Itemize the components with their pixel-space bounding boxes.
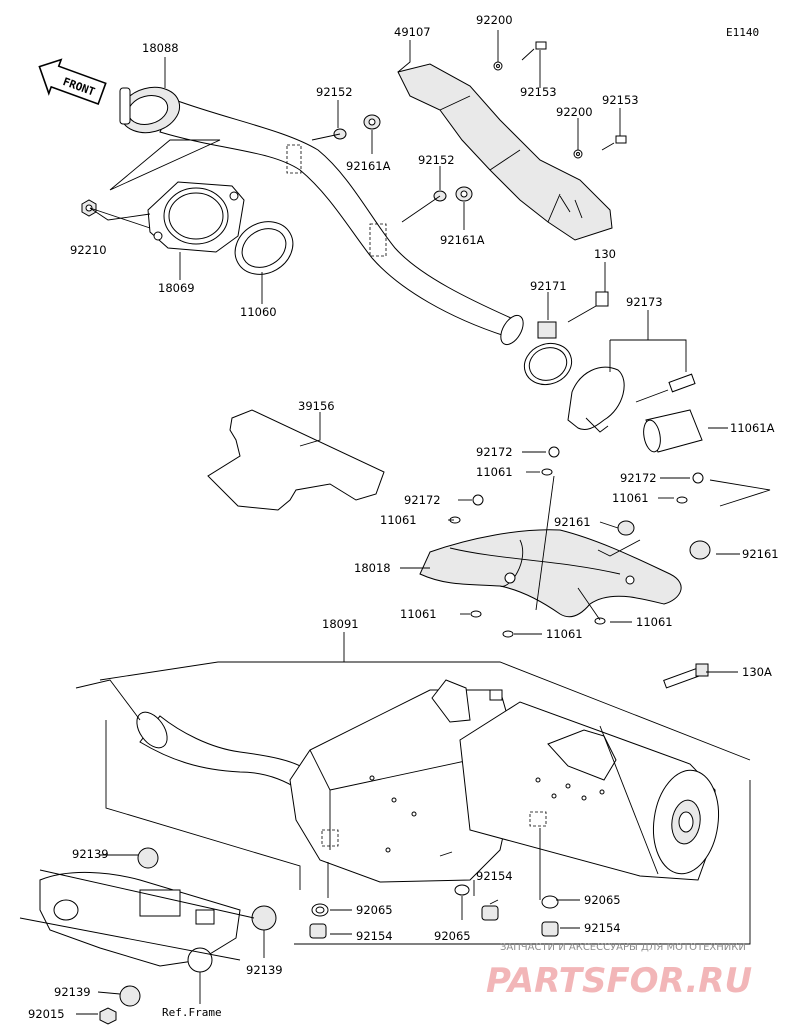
callout-92161A: 92161A bbox=[346, 159, 391, 173]
callout-92161: 92161 bbox=[554, 515, 591, 529]
callout-92065: 92065 bbox=[434, 929, 471, 943]
muffler-assembly bbox=[136, 679, 720, 883]
callout-11060: 11060 bbox=[240, 305, 277, 319]
callout-130: 130 bbox=[594, 247, 616, 261]
callout-92161A: 92161A bbox=[440, 233, 485, 247]
rear-frame bbox=[39, 847, 277, 1025]
callout-92173: 92173 bbox=[626, 295, 663, 309]
callout-11061: 11061 bbox=[476, 465, 513, 479]
callout-11061: 11061 bbox=[400, 607, 437, 621]
callout-130A: 130A bbox=[742, 665, 772, 679]
callout-39156: 39156 bbox=[298, 399, 335, 413]
flange-nut bbox=[81, 199, 97, 217]
callout-11061A: 11061A bbox=[730, 421, 775, 435]
callout-18018: 18018 bbox=[354, 561, 391, 575]
callout-92015: 92015 bbox=[28, 1007, 65, 1021]
mount-hardware bbox=[333, 41, 627, 202]
front-exhaust-pipe bbox=[119, 86, 524, 346]
watermark-brand: PARTSFOR.RU bbox=[486, 961, 752, 1001]
pipe-clamp bbox=[523, 291, 609, 386]
callout-92152: 92152 bbox=[316, 85, 353, 99]
callout-92065: 92065 bbox=[584, 893, 621, 907]
callout-92200: 92200 bbox=[556, 105, 593, 119]
exhaust-flange-plate bbox=[147, 181, 245, 253]
ref-frame-label: Ref.Frame bbox=[162, 1006, 222, 1019]
callout-49107: 49107 bbox=[394, 25, 431, 39]
muffler-mount-bolt bbox=[663, 663, 709, 689]
cover-hardware bbox=[449, 446, 711, 638]
callout-92172: 92172 bbox=[404, 493, 441, 507]
callout-92172: 92172 bbox=[620, 471, 657, 485]
diagram-code: E1140 bbox=[726, 26, 759, 39]
callout-11061: 11061 bbox=[380, 513, 417, 527]
callout-92154: 92154 bbox=[584, 921, 621, 935]
exhaust-gasket bbox=[234, 221, 294, 275]
watermark-tagline: ЗАПЧАСТИ И АКСЕССУАРЫ ДЛЯ МОТОТЕХНИКИ bbox=[500, 942, 746, 953]
callout-92154: 92154 bbox=[356, 929, 393, 943]
callout-11061: 11061 bbox=[636, 615, 673, 629]
callout-92154: 92154 bbox=[476, 869, 513, 883]
callout-18091: 18091 bbox=[322, 617, 359, 631]
callout-92153: 92153 bbox=[520, 85, 557, 99]
callout-11061: 11061 bbox=[546, 627, 583, 641]
callout-92161: 92161 bbox=[742, 547, 779, 561]
callout-92139: 92139 bbox=[246, 963, 283, 977]
clamp-bracket bbox=[567, 366, 696, 433]
callout-18069: 18069 bbox=[158, 281, 195, 295]
callout-18088: 18088 bbox=[142, 41, 179, 55]
callout-92139: 92139 bbox=[54, 985, 91, 999]
callout-92200: 92200 bbox=[476, 13, 513, 27]
callout-92065: 92065 bbox=[356, 903, 393, 917]
callout-92171: 92171 bbox=[530, 279, 567, 293]
heat-insulator-sheet bbox=[207, 409, 385, 511]
muffler-cover bbox=[419, 529, 682, 618]
drain-plugs bbox=[309, 884, 559, 939]
callout-92152: 92152 bbox=[418, 153, 455, 167]
callout-92153: 92153 bbox=[602, 93, 639, 107]
part-callouts: E1140 18088 49107 92200 92153 92152 9216… bbox=[28, 13, 779, 1021]
callout-92172: 92172 bbox=[476, 445, 513, 459]
callout-11061: 11061 bbox=[612, 491, 649, 505]
callout-92139: 92139 bbox=[72, 847, 109, 861]
watermark: ЗАПЧАСТИ И АКСЕССУАРЫ ДЛЯ МОТОТЕХНИКИ PA… bbox=[486, 942, 752, 1001]
pipe-heat-guard bbox=[397, 63, 613, 241]
front-arrow-icon: FRONT bbox=[38, 58, 107, 105]
leader-lines bbox=[19, 30, 771, 1015]
muffler-gasket bbox=[643, 409, 703, 453]
callout-92210: 92210 bbox=[70, 243, 107, 257]
